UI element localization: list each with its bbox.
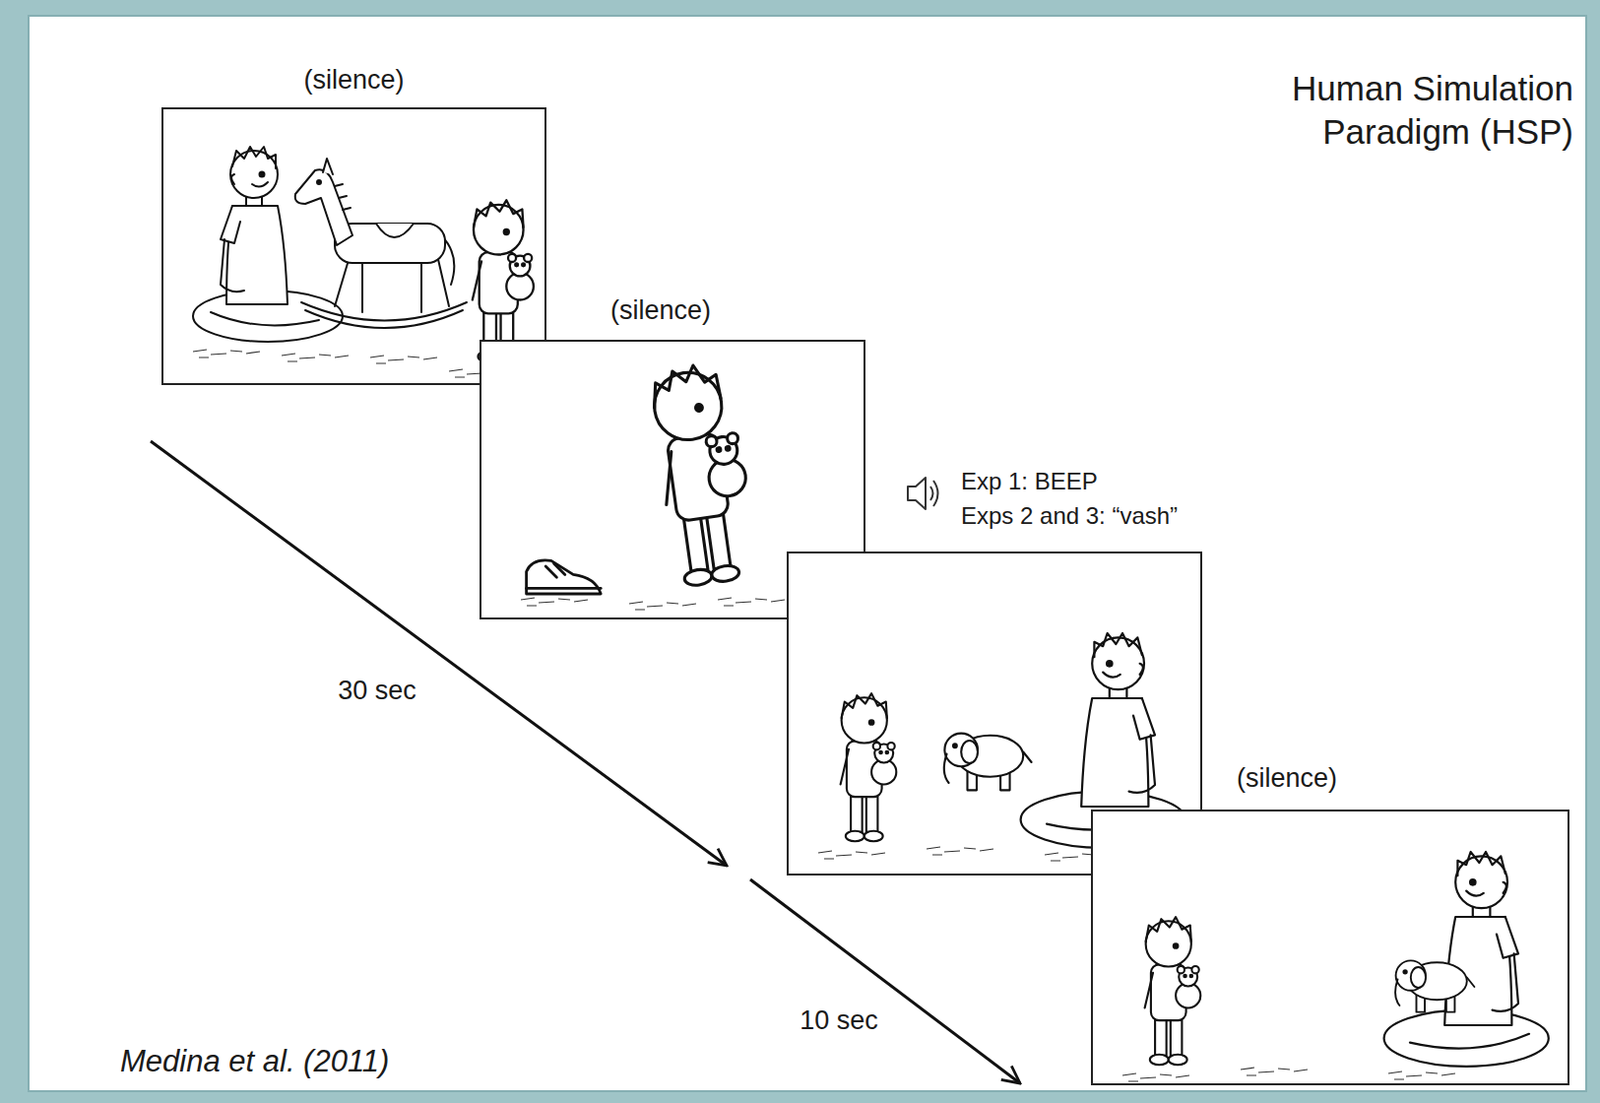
time-label: 10 sec xyxy=(799,1005,879,1036)
panel-heading: (silence) xyxy=(610,294,711,326)
time-label: 30 sec xyxy=(337,675,417,706)
panel-heading: Exp 1: BEEPExps 2 and 3: “vash” xyxy=(960,464,1178,534)
heading-text: (silence) xyxy=(303,64,404,96)
slide-title: Human Simulation Paradigm (HSP) xyxy=(1268,66,1574,155)
heading-text: Exps 2 and 3: “vash” xyxy=(960,499,1178,534)
slide-panel xyxy=(28,15,1587,1091)
speaker-icon xyxy=(907,477,939,510)
citation-caption: Medina et al. (2011) xyxy=(120,1043,389,1080)
panel-heading: (silence) xyxy=(303,64,404,96)
panel-frame: (silence) xyxy=(1090,809,1570,1086)
heading-text: Exp 1: BEEP xyxy=(960,464,1178,500)
scene-illustration xyxy=(1092,811,1568,1084)
panel-heading: (silence) xyxy=(1236,762,1338,794)
time-arrow xyxy=(750,879,1021,1084)
heading-text: (silence) xyxy=(610,294,711,326)
heading-text: (silence) xyxy=(1236,762,1338,794)
